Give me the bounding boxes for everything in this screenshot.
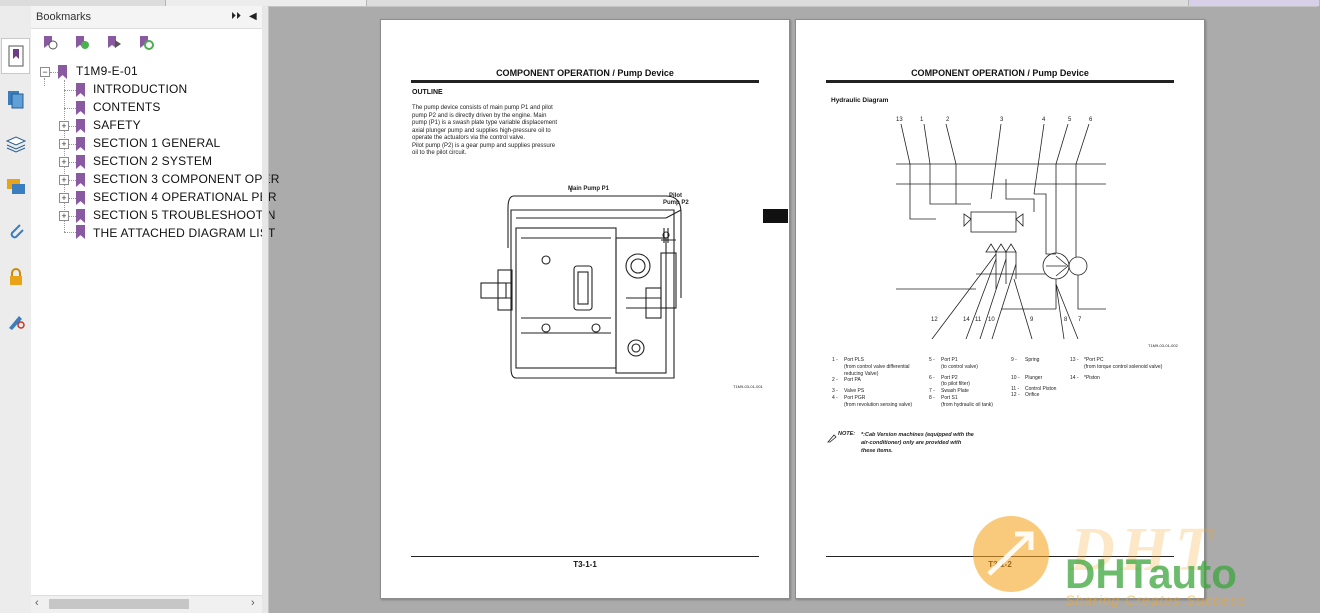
legend-column-4: 13 -*Port PC (from torque control soleno… [1070,357,1163,381]
page-title: COMPONENT OPERATION / Pump Device [911,68,1089,78]
bookmark-root[interactable]: T1M9-E-01 [76,64,138,78]
navigation-pane-toolbar [0,6,32,613]
title-rule [826,80,1174,83]
bookmark-icon [76,209,85,223]
layers-panel-icon[interactable] [3,131,28,156]
hydraulic-diagram [896,123,1106,340]
bookmark-icon [76,137,85,151]
horizontal-scrollbar[interactable]: ‹ › [31,595,262,613]
callout-label: 3 [1000,117,1004,123]
window-tab[interactable] [1188,0,1320,6]
bookmarks-panel-header: Bookmarks ⏵⏵ ◀ [31,6,262,29]
document-page-1: COMPONENT OPERATION / Pump Device OUTLIN… [380,19,790,599]
figure-code: T1M9-03-01-001 [733,384,763,389]
pilot-pump-label-1: Pilot [669,193,682,199]
bookmark-options-icon[interactable] [41,34,59,52]
panel-splitter[interactable] [262,6,269,613]
bookmark-item[interactable]: SECTION 2 SYSTEM [93,154,213,168]
note-label: NOTE: [838,431,856,437]
panel-options-icon[interactable]: ⏵⏵ [231,11,241,22]
bookmarks-title: Bookmarks [36,11,92,23]
watermark-graphic: DHT [973,516,1219,592]
expand-bookmark-icon[interactable] [105,34,123,52]
pages-panel-icon[interactable] [3,86,28,111]
page-title: COMPONENT OPERATION / Pump Device [496,68,674,78]
expand-icon[interactable]: + [59,139,69,149]
bookmark-item[interactable]: SECTION 4 OPERATIONAL PER [93,190,277,204]
callout-label: 7 [1078,317,1082,323]
comments-panel-icon[interactable] [3,174,28,199]
pump-drawing [480,188,682,379]
note-icon [827,430,837,448]
note-text: *:Cab Version machines (equipped with th… [861,432,974,454]
collapse-panel-icon[interactable]: ◀ [249,11,257,22]
bookmark-item[interactable]: CONTENTS [93,100,161,114]
legend-column-1: 1 -Port PLS (from control valve differen… [832,357,913,408]
callout-label: 8 [1064,317,1068,323]
expand-icon[interactable]: + [59,121,69,131]
svg-text:DHT: DHT [1069,516,1219,584]
callout-label: 4 [1042,117,1046,123]
bookmark-item[interactable]: SECTION 5 TROUBLESHOOTIN [93,208,276,222]
watermark-logo: DHT DHTauto Sharing Creates Success [965,512,1315,613]
bookmark-item[interactable]: THE ATTACHED DIAGRAM LIST [93,226,276,240]
callout-label: 11 [975,317,982,323]
callout-label: 5 [1068,117,1072,123]
bookmark-icon [76,191,85,205]
callout-label: 1 [920,117,924,123]
figure-code: T1M9-03-01-002 [1148,343,1178,348]
bookmark-tree: − T1M9-E-01 INTRODUCTION CONTENTS + SAFE… [31,60,279,590]
section-heading: OUTLINE [412,89,443,96]
bookmarks-panel-icon[interactable] [1,38,30,74]
main-pump-label: Main Pump P1 [568,186,610,192]
bookmark-item[interactable]: SECTION 3 COMPONENT OPER [93,172,280,186]
callout-label: 10 [988,317,995,323]
bookmark-tag-icon[interactable] [137,34,155,52]
expand-icon[interactable]: + [59,157,69,167]
pilot-pump-label-2: Pump P2 [663,200,689,206]
callout-label: 2 [946,117,950,123]
bookmark-icon [76,155,85,169]
bookmark-icon [76,173,85,187]
document-page-2: COMPONENT OPERATION / Pump Device Hydrau… [795,19,1205,599]
footer-rule [411,556,759,557]
callout-label: 13 [896,117,903,123]
callout-label: 12 [931,317,938,323]
collapse-root-icon[interactable]: − [40,67,50,77]
signatures-panel-icon[interactable] [3,308,28,333]
bookmark-item[interactable]: SAFETY [93,118,141,132]
bookmark-icon [76,225,85,239]
bookmark-icon [76,83,85,97]
callout-label: 9 [1030,317,1034,323]
title-rule [411,80,759,83]
scroll-left-icon[interactable]: ‹ [35,597,39,609]
bookmark-item[interactable]: SECTION 1 GENERAL [93,136,221,150]
document-tab[interactable] [165,0,367,6]
scrollbar-thumb[interactable] [49,599,189,609]
bookmark-icon [76,101,85,115]
bookmarks-panel: Bookmarks ⏵⏵ ◀ − T1M9-E-01 INTRODUCTION … [31,6,279,613]
page-tab-marker [763,209,788,223]
expand-icon[interactable]: + [59,175,69,185]
page-number: T3-1-1 [573,560,597,569]
bookmark-icon [76,119,85,133]
watermark-brand: DHTauto [1065,550,1237,597]
section-heading: Hydraulic Diagram [831,97,889,104]
callout-label: 14 [963,317,970,323]
expand-icon[interactable]: + [59,211,69,221]
scroll-right-icon[interactable]: › [251,597,255,609]
legend-column-3: 9 -Spring 10 -Plunger 11 -Control Piston… [1011,357,1057,399]
attachments-panel-icon[interactable] [3,218,28,243]
legend-column-2: 5 -Port P1 (to control valve) 6 -Port P2… [929,357,993,408]
bookmark-icon [58,65,67,79]
security-panel-icon[interactable] [3,264,28,289]
watermark-tagline: Sharing Creates Success [1065,592,1246,608]
new-bookmark-icon[interactable] [73,34,91,52]
body-text: The pump device consists of main pump P1… [412,105,558,156]
callout-label: 6 [1089,117,1093,123]
bookmark-item[interactable]: INTRODUCTION [93,82,188,96]
expand-icon[interactable]: + [59,193,69,203]
